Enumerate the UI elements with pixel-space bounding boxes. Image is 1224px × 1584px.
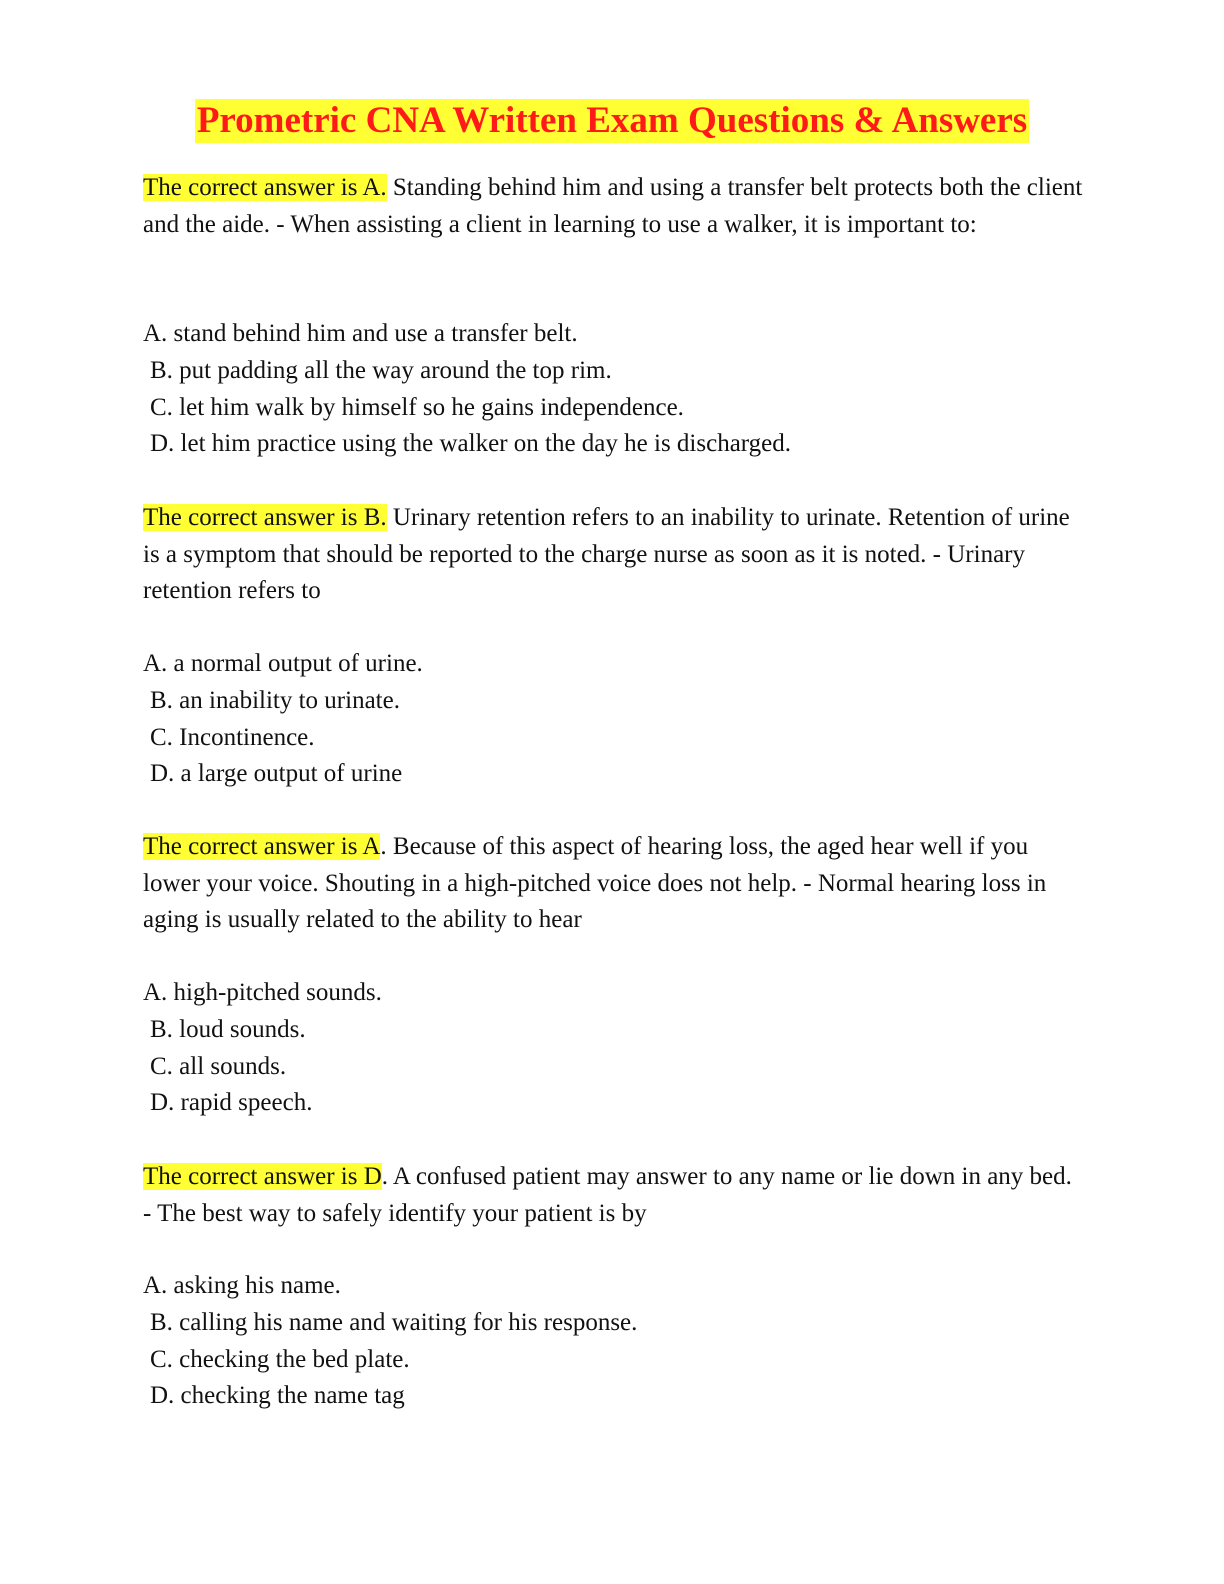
option-item: D. rapid speech. xyxy=(150,1089,313,1117)
answer-options: A. stand behind him and use a transfer b… xyxy=(143,316,1083,463)
correct-answer-highlight: The correct answer is B. xyxy=(143,504,387,531)
correct-answer-highlight: The correct answer is A xyxy=(143,833,381,860)
correct-answer-highlight: The correct answer is D xyxy=(143,1163,382,1190)
option-item: C. checking the bed plate. xyxy=(150,1345,410,1373)
question-block-4: The correct answer is D. A confused pati… xyxy=(143,1159,1083,1232)
option-item: C. let him walk by himself so he gains i… xyxy=(150,393,684,421)
option-item: D. checking the name tag xyxy=(150,1382,405,1410)
question-explanation: . A confused patient may answer to any n… xyxy=(143,1163,1072,1227)
option-item: D. a large output of urine xyxy=(150,760,403,788)
option-item: A. stand behind him and use a transfer b… xyxy=(143,320,578,347)
question-paragraph: The correct answer is D. A confused pati… xyxy=(143,1159,1083,1232)
option-item: B. put padding all the way around the to… xyxy=(150,356,612,384)
question-block-2: The correct answer is B. Urinary retenti… xyxy=(143,500,1083,610)
option-item: A. asking his name. xyxy=(143,1272,341,1299)
question-block-3: The correct answer is A. Because of this… xyxy=(143,829,1083,939)
option-item: B. calling his name and waiting for his … xyxy=(150,1308,638,1336)
question-paragraph: The correct answer is B. Urinary retenti… xyxy=(143,500,1083,610)
question-paragraph: The correct answer is A. Standing behind… xyxy=(143,170,1083,243)
option-item: D. let him practice using the walker on … xyxy=(150,430,792,458)
options-block-4: A. asking his name. B. calling his name … xyxy=(143,1268,1083,1415)
question-explanation: . Because of this aspect of hearing loss… xyxy=(143,833,1047,934)
option-item: C. all sounds. xyxy=(150,1052,287,1080)
correct-answer-highlight: The correct answer is A. xyxy=(143,174,387,201)
options-block-3: A. high-pitched sounds. B. loud sounds. … xyxy=(143,975,1083,1122)
question-explanation: Standing behind him and using a transfer… xyxy=(143,174,1083,238)
page-title: Prometric CNA Written Exam Questions & A… xyxy=(194,99,1030,143)
answer-options: A. high-pitched sounds. B. loud sounds. … xyxy=(143,975,1083,1122)
question-paragraph: The correct answer is A. Because of this… xyxy=(143,829,1083,939)
options-block-1: A. stand behind him and use a transfer b… xyxy=(143,316,1083,463)
option-item: A. high-pitched sounds. xyxy=(143,979,382,1006)
options-block-2: A. a normal output of urine. B. an inabi… xyxy=(143,646,1083,793)
question-explanation: Urinary retention refers to an inability… xyxy=(143,504,1070,605)
title-container: Prometric CNA Written Exam Questions & A… xyxy=(0,99,1224,143)
answer-options: A. a normal output of urine. B. an inabi… xyxy=(143,646,1083,793)
option-item: A. a normal output of urine. xyxy=(143,650,423,677)
option-item: C. Incontinence. xyxy=(150,723,315,751)
question-block-1: The correct answer is A. Standing behind… xyxy=(143,170,1083,243)
option-item: B. loud sounds. xyxy=(150,1015,306,1043)
option-item: B. an inability to urinate. xyxy=(150,686,400,714)
answer-options: A. asking his name. B. calling his name … xyxy=(143,1268,1083,1415)
